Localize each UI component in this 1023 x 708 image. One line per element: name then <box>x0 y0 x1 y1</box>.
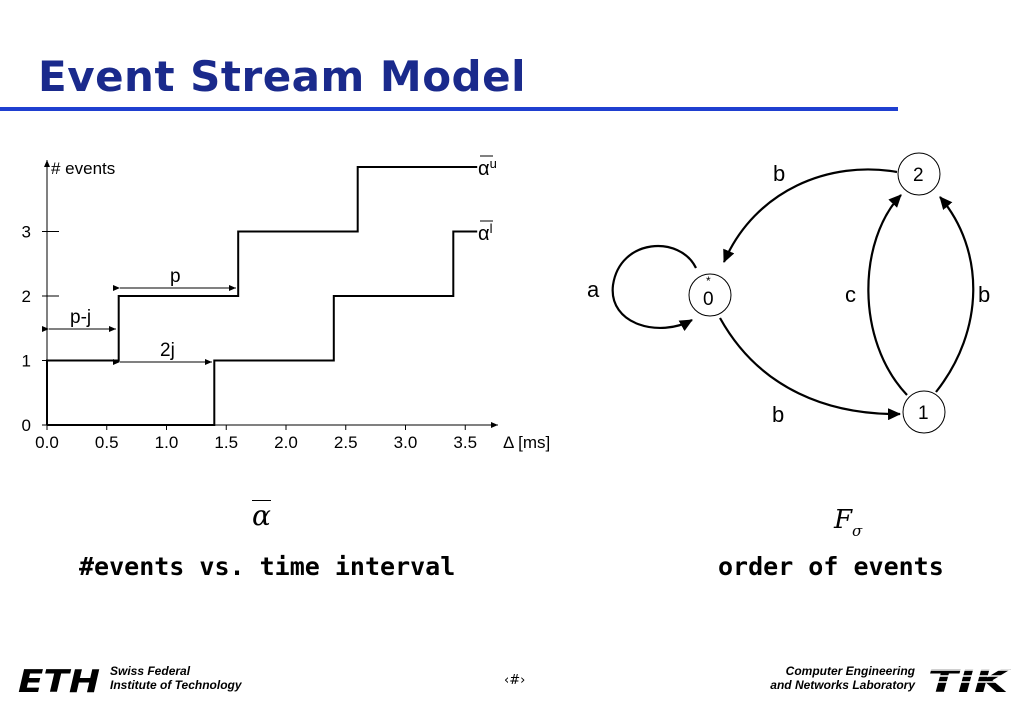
x-axis-label: Δ [ms] <box>503 433 550 452</box>
edge-label-b-20: b <box>773 161 785 186</box>
edge-1-2-b <box>935 196 975 393</box>
y-tick-label: 0 <box>22 416 31 435</box>
edge-0-0 <box>611 245 697 332</box>
state-0 <box>688 273 732 317</box>
series-label-lower: αl <box>478 221 493 245</box>
x-tick-label: 2.5 <box>334 433 358 452</box>
x-tick-label: 1.0 <box>155 433 179 452</box>
page-number: ‹#› <box>504 673 526 688</box>
series-upper-line <box>46 166 478 425</box>
edge-label-c: c <box>845 282 856 307</box>
f-sigma-symbol: Fσ <box>834 505 863 540</box>
state-2 <box>897 152 941 196</box>
edge-2-0 <box>722 168 898 263</box>
x-tick-label: 3.0 <box>394 433 418 452</box>
series-group <box>46 166 478 426</box>
annotation-p: p <box>170 266 181 287</box>
tik-logo: TIK <box>926 664 1011 700</box>
x-tick-label: 0.5 <box>95 433 119 452</box>
series-label-upper: αu <box>478 156 497 180</box>
slide-title: Event Stream Model <box>38 52 527 101</box>
series-lower-line <box>47 230 478 426</box>
annotation-2j: 2j <box>160 340 175 361</box>
title-underline <box>0 107 898 111</box>
edge-0-1 <box>719 317 901 421</box>
y-tick-label: 3 <box>22 223 31 242</box>
alpha-bar-symbol: α <box>252 499 271 532</box>
state-1 <box>902 390 946 434</box>
edge-label-b-01: b <box>772 402 784 427</box>
state-0-initial-marker: * <box>706 274 711 288</box>
footer-institute: Swiss Federal Institute of Technology <box>110 664 242 692</box>
automaton-diagram: a b c b b * 0 1 2 <box>587 152 990 434</box>
x-ticks: 0.0 0.5 1.0 1.5 2.0 2.5 3.0 3.5 <box>35 425 477 452</box>
right-caption: order of events <box>718 552 944 581</box>
y-tick-label: 2 <box>22 287 31 306</box>
footer-lab: Computer Engineering and Networks Labora… <box>770 664 915 692</box>
edge-label-b-12: b <box>978 282 990 307</box>
left-caption: #events vs. time interval <box>79 552 456 581</box>
edge-1-2-c <box>867 194 908 396</box>
x-tick-label: 2.0 <box>274 433 298 452</box>
annotation-pj: p-j <box>70 307 91 328</box>
state-2-label: 2 <box>913 165 924 186</box>
x-tick-label: 1.5 <box>214 433 238 452</box>
x-tick-label: 0.0 <box>35 433 59 452</box>
edge-label-a: a <box>587 277 600 302</box>
y-tick-label: 1 <box>22 352 31 371</box>
x-tick-label: 3.5 <box>453 433 477 452</box>
svg-text:ETH: ETH <box>18 664 100 700</box>
y-axis-label: # events <box>51 159 115 178</box>
state-0-label: 0 <box>703 289 714 310</box>
state-1-label: 1 <box>918 403 929 424</box>
eth-logo: ETH <box>18 664 100 700</box>
